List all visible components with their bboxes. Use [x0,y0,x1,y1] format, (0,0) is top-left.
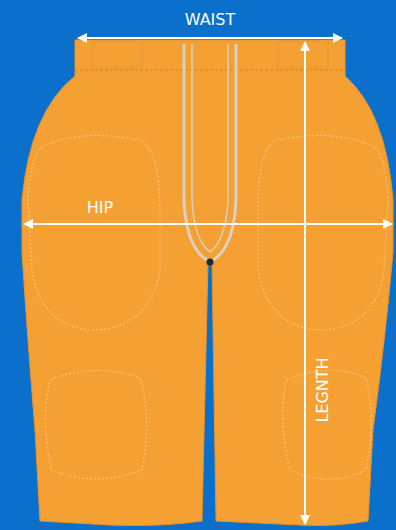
belt-loop [92,42,142,68]
waist-label: WAIST [185,12,236,28]
knee-pad [45,370,146,479]
fly-seam [184,44,236,262]
hip-pad [28,136,160,331]
crotch-point [207,259,214,266]
length-label: LEGNTH [315,357,331,422]
hip-pad [258,136,388,331]
waist-dimension-arrow [78,37,342,39]
belt-loop [278,42,328,68]
hip-label: HIP [87,200,113,216]
pants-body [22,40,393,526]
fly-seam [192,44,228,252]
hip-dimension-arrow [24,223,392,225]
length-dimension-arrow [304,42,306,524]
